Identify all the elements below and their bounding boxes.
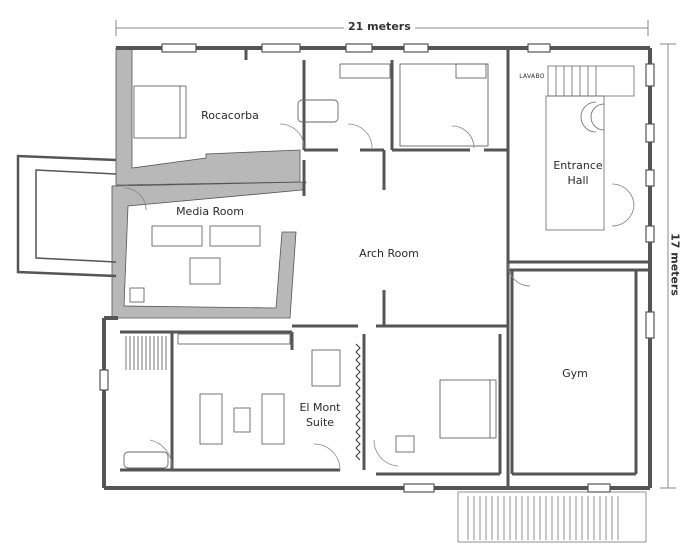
suite-sofa-left [199, 393, 223, 445]
rocacorba-bed [133, 85, 187, 139]
furniture [123, 63, 497, 469]
suite-bed [439, 379, 497, 439]
width-label: 21 meters [344, 20, 415, 33]
bathtub-bottom [123, 451, 169, 469]
height-label: 17 meters [668, 225, 682, 304]
curtain-divider [355, 343, 361, 461]
room-label-media-room: Media Room [176, 205, 244, 218]
media-sofa-left [151, 225, 203, 247]
bathtub-top [297, 99, 339, 123]
inner-walls [120, 48, 650, 488]
fixture-label-lavabo: LAVABO [519, 73, 545, 80]
suite-coffee-table [233, 407, 251, 433]
room-label-rocacorba: Rocacorba [201, 109, 259, 122]
dining-table [311, 349, 341, 387]
door-swings [123, 123, 635, 471]
room-label-entrance-hall: Entrance Hall [553, 159, 603, 187]
exterior-stairs [457, 491, 647, 543]
suite-sofa-right [261, 393, 285, 445]
height-dimension-line [660, 43, 676, 489]
media-table [189, 257, 221, 285]
left-terrace [16, 154, 117, 278]
media-sofa-right [209, 225, 261, 247]
rocacorba-wall [115, 47, 301, 186]
windows [99, 43, 655, 493]
shaded-walls [111, 47, 307, 319]
entrance-stair [545, 65, 635, 231]
room-label-gym: Gym [562, 367, 588, 380]
room-label-el-mont-suite: El Mont Suite [299, 401, 341, 429]
outer-walls [102, 46, 652, 490]
media-room-wall [111, 181, 307, 319]
room-label-arch-room: Arch Room [359, 247, 419, 260]
